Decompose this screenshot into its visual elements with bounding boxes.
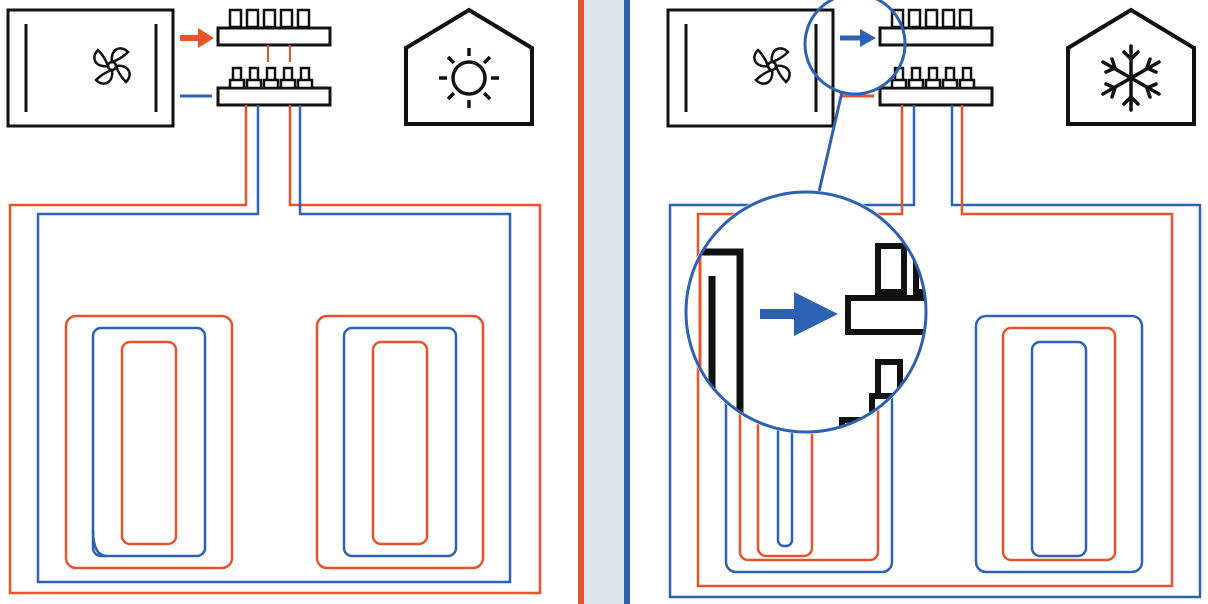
return-manifold-cooling [878,66,994,107]
return-manifold [216,66,332,107]
cooling-panel [666,0,1202,599]
heat-pump-unit [6,8,175,128]
magnified-view [686,192,926,432]
snowflake-icon [1101,44,1161,112]
heating-mode-house [404,7,534,126]
cooling-mode-house [1066,7,1196,126]
supply-manifold [216,8,332,47]
magnifier-small-circle [803,0,907,96]
supply-arrow-cooling [840,29,876,47]
panel-divider [578,0,630,604]
heat-pump-unit-cooling [666,8,835,128]
heating-panel [6,7,542,595]
sun-icon [439,48,499,108]
heating-pipe-loops [8,105,542,595]
supply-arrow [180,28,214,48]
magnifier-callout [684,0,928,434]
magnifier-lens [684,190,928,434]
